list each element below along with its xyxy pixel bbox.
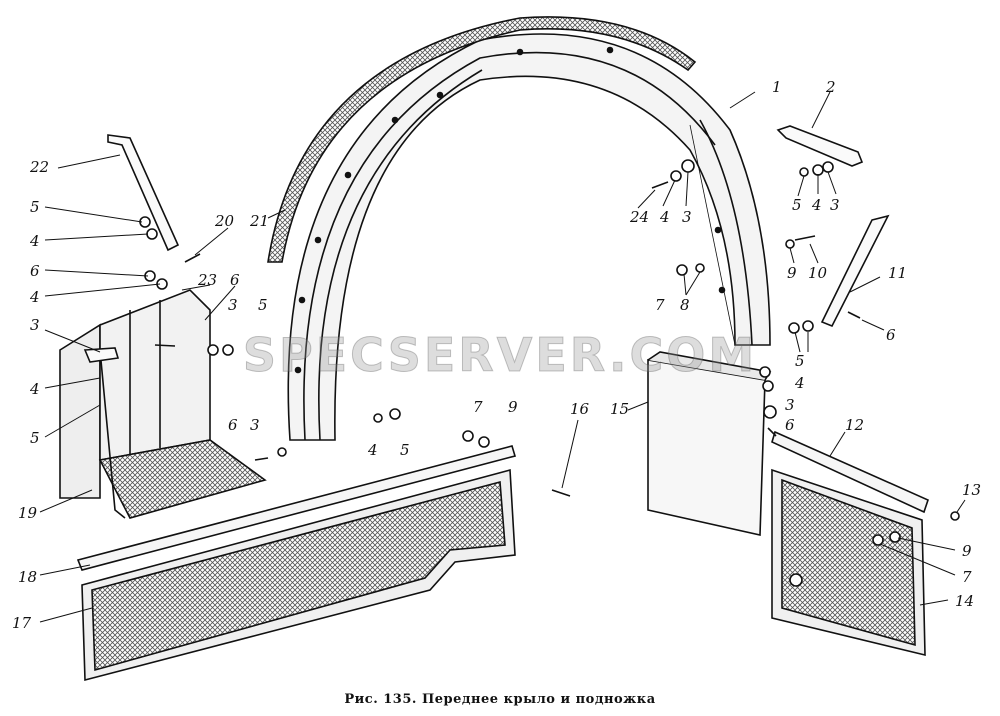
label-16: 16 xyxy=(570,400,590,418)
step-plate-part-17 xyxy=(81,468,516,682)
label-3: 3 xyxy=(830,196,840,214)
label-3: 3 xyxy=(30,316,40,334)
label-4: 4 xyxy=(29,232,40,250)
bolts xyxy=(154,181,861,497)
edge-strip-part-21 xyxy=(267,16,697,263)
label-8: 8 xyxy=(680,296,690,314)
label-18: 18 xyxy=(18,568,37,586)
label-4: 4 xyxy=(659,208,670,226)
mud-flap-part-15 xyxy=(647,351,772,536)
label-1: 1 xyxy=(772,78,782,96)
label-14: 14 xyxy=(955,592,974,610)
label-20: 20 xyxy=(214,212,235,230)
label-10: 10 xyxy=(808,264,828,282)
label-4: 4 xyxy=(29,288,40,306)
leader-lines xyxy=(39,91,966,623)
label-15: 15 xyxy=(610,400,629,418)
label-9: 9 xyxy=(508,398,518,416)
label-9: 9 xyxy=(962,542,972,560)
label-17: 17 xyxy=(12,614,32,632)
step-box-part-19 xyxy=(59,289,267,519)
label-5: 5 xyxy=(258,296,268,314)
label-9: 9 xyxy=(787,264,797,282)
label-6: 6 xyxy=(785,416,795,434)
fender-part-1 xyxy=(287,33,771,441)
label-5: 5 xyxy=(792,196,802,214)
bracket-part-2 xyxy=(776,125,864,167)
fasteners xyxy=(139,159,960,587)
label-22: 22 xyxy=(29,158,49,176)
label-5: 5 xyxy=(795,352,805,370)
label-7: 7 xyxy=(962,568,972,586)
label-4: 4 xyxy=(29,380,40,398)
label-6: 6 xyxy=(228,416,238,434)
label-6: 6 xyxy=(886,326,896,344)
label-21: 21 xyxy=(249,212,269,230)
label-3: 3 xyxy=(785,396,795,414)
strip-part-12 xyxy=(771,430,929,514)
label-4: 4 xyxy=(794,374,805,392)
bracket-part-11 xyxy=(820,214,890,328)
part-labels: 1 2 22 5 4 20 21 6 4 23 6 3 5 3 4 5 6 3 … xyxy=(12,78,981,632)
label-24: 24 xyxy=(629,208,649,226)
label-12: 12 xyxy=(845,416,864,434)
label-4: 4 xyxy=(811,196,822,214)
label-4: 4 xyxy=(367,441,378,459)
bracket-part-22 xyxy=(107,134,180,252)
label-19: 19 xyxy=(18,504,38,522)
figure-caption: Рис. 135. Переднее крыло и подножка xyxy=(344,692,656,707)
label-3: 3 xyxy=(682,208,692,226)
mud-flap-part-14 xyxy=(771,468,926,657)
label-6: 6 xyxy=(30,262,40,280)
label-13: 13 xyxy=(962,481,981,499)
label-3: 3 xyxy=(250,416,260,434)
label-6: 6 xyxy=(230,271,240,289)
label-5: 5 xyxy=(400,441,410,459)
label-2: 2 xyxy=(825,78,836,96)
label-3: 3 xyxy=(228,296,238,314)
label-23: 23 xyxy=(197,271,217,289)
label-7: 7 xyxy=(473,398,483,416)
label-5: 5 xyxy=(30,429,40,447)
label-11: 11 xyxy=(888,264,907,282)
label-5: 5 xyxy=(30,198,40,216)
label-7: 7 xyxy=(655,296,665,314)
bracket-part-3-left xyxy=(83,347,120,363)
